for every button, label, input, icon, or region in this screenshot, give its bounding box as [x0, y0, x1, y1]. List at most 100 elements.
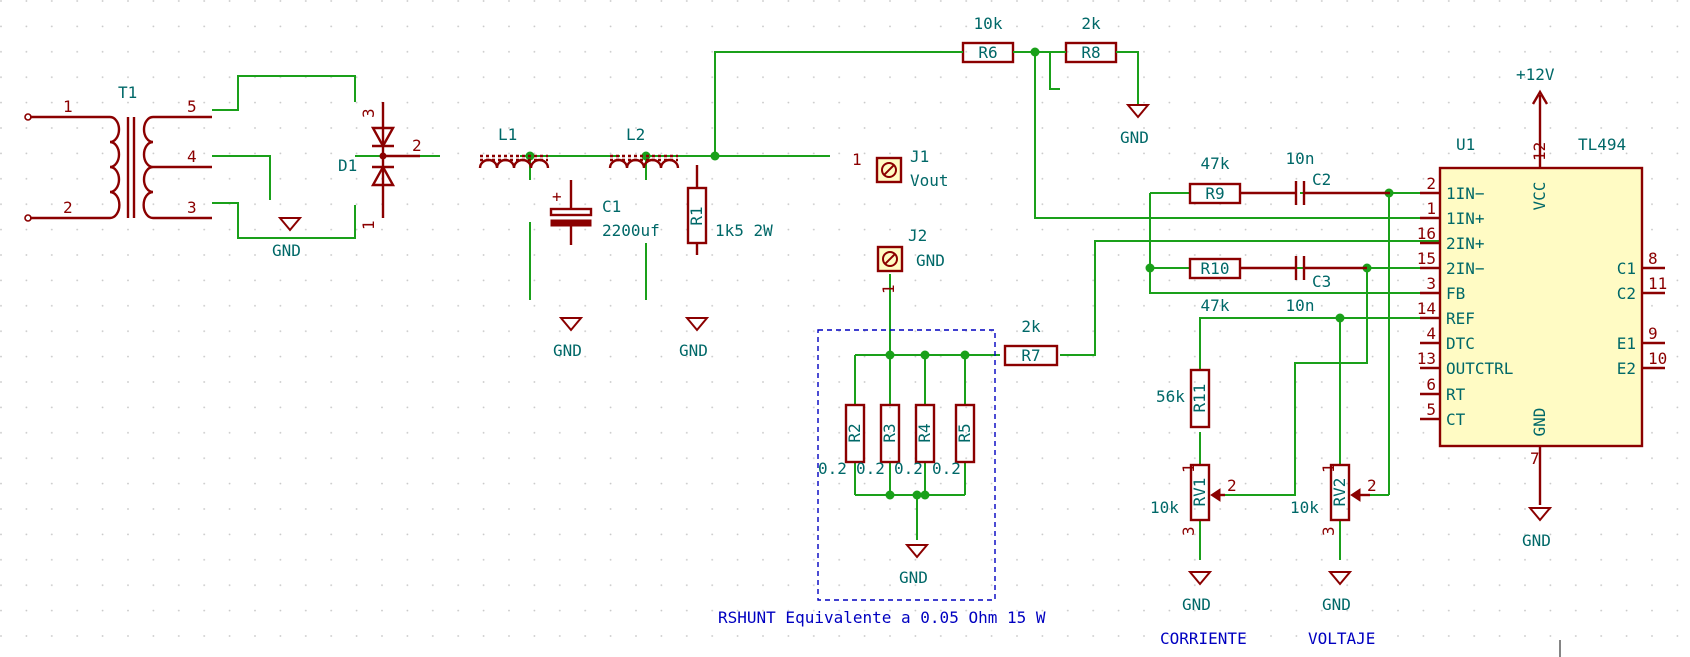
- t1-ref: T1: [118, 83, 137, 102]
- u1-pin-name: 1IN+: [1446, 209, 1485, 228]
- rv1-ref: RV1: [1190, 478, 1209, 507]
- gnd-symbol-rv2: GND: [1322, 571, 1353, 614]
- transformer-t1[interactable]: T1 1 2 5 4 3: [24, 83, 212, 222]
- t1-pin-3: 3: [187, 198, 197, 217]
- gnd-label: GND: [1522, 531, 1551, 550]
- rv1-pin-2: 2: [1227, 476, 1237, 495]
- j2-pin: 1: [879, 284, 898, 294]
- r6-ref: R6: [978, 43, 997, 62]
- u1-pin-name: E2: [1617, 359, 1636, 378]
- gnd-label: GND: [899, 568, 928, 587]
- t1-pin-1: 1: [63, 97, 73, 116]
- capacitor-c2[interactable]: C2 10n: [1240, 149, 1390, 205]
- r1-value: 1k5 2W: [715, 221, 773, 240]
- u1-pin-num: 9: [1648, 324, 1658, 343]
- d1-pin-2: 2: [412, 136, 422, 155]
- rv1-pin-1: 1: [1179, 463, 1198, 473]
- shunt-resistor-r4[interactable]: R4 0.2: [894, 403, 936, 478]
- r4-value: 0.2: [894, 459, 923, 478]
- u1-pin-num: 15: [1417, 249, 1436, 268]
- r4-ref: R4: [915, 423, 934, 442]
- u1-pin-name: RT: [1446, 385, 1466, 404]
- r1-ref: R1: [687, 206, 706, 225]
- u1-pin-vcc-name: VCC: [1530, 182, 1549, 211]
- u1-pin-name: 2IN−: [1446, 259, 1485, 278]
- u1-pin-vcc-num: 12: [1530, 142, 1549, 161]
- r10-ref: R10: [1201, 259, 1230, 278]
- label-corriente: CORRIENTE: [1160, 629, 1247, 648]
- gnd-symbol-c1: GND: [553, 317, 584, 360]
- rshunt-note: RSHUNT Equivalente a 0.05 Ohm 15 W: [718, 608, 1046, 627]
- r8-value: 2k: [1081, 14, 1101, 33]
- u1-pin-name: 1IN−: [1446, 184, 1485, 203]
- u1-pin-name: CT: [1446, 410, 1466, 429]
- u1-pin-name: 2IN+: [1446, 234, 1485, 253]
- c1-value: 2200uf: [602, 221, 660, 240]
- potentiometer-rv1[interactable]: RV1 10k 1 2 3: [1150, 463, 1237, 536]
- r9-value: 47k: [1201, 154, 1230, 173]
- u1-ref: U1: [1456, 135, 1475, 154]
- c3-value: 10n: [1286, 296, 1315, 315]
- connector-j1[interactable]: 1 J1 Vout: [852, 147, 949, 190]
- d1-ref: D1: [338, 156, 357, 175]
- l2-ref: L2: [626, 125, 645, 144]
- rv2-ref: RV2: [1330, 478, 1349, 507]
- connector-j2[interactable]: J2 GND 1: [876, 226, 945, 294]
- u1-pin-num: 4: [1426, 324, 1436, 343]
- capacitor-c1[interactable]: + C1 2200uf: [549, 180, 660, 245]
- rv1-pin-3: 3: [1179, 526, 1198, 536]
- resistor-r8[interactable]: R8 2k: [1064, 14, 1118, 64]
- gnd-label: GND: [1182, 595, 1211, 614]
- j2-ref: J2: [908, 226, 927, 245]
- j2-value: GND: [916, 251, 945, 270]
- gnd-label: GND: [1322, 595, 1351, 614]
- gnd-label: GND: [679, 341, 708, 360]
- resistor-r9[interactable]: R9 47k: [1188, 154, 1242, 205]
- d1-pin-3: 3: [359, 108, 378, 118]
- u1-pin-gnd-num: 7: [1530, 449, 1540, 468]
- ic-u1[interactable]: U1 TL494 21IN−11IN+162IN+152IN−3FB14REF4…: [1417, 135, 1668, 470]
- u1-pin-num: 5: [1426, 400, 1436, 419]
- gnd-label: GND: [272, 241, 301, 260]
- d1-pin-1: 1: [359, 220, 378, 230]
- capacitor-c3[interactable]: C3 10n: [1240, 256, 1367, 315]
- inductor-l2[interactable]: L2: [608, 125, 680, 169]
- gnd-label: GND: [1120, 128, 1149, 147]
- resistor-r11[interactable]: R11 56k: [1156, 368, 1211, 429]
- shunt-resistor-r3[interactable]: R3 0.2: [856, 403, 901, 478]
- j1-ref: J1: [910, 147, 929, 166]
- l1-ref: L1: [498, 125, 517, 144]
- u1-pin-name: OUTCTRL: [1446, 359, 1513, 378]
- potentiometer-rv2[interactable]: RV2 10k 1 2 3: [1290, 463, 1377, 536]
- r10-value: 47k: [1201, 296, 1230, 315]
- r7-ref: R7: [1021, 346, 1040, 365]
- u1-pin-name: FB: [1446, 284, 1465, 303]
- shunt-group-box: [817, 329, 996, 601]
- r5-ref: R5: [955, 423, 974, 442]
- t1-pin-5: 5: [187, 97, 197, 116]
- u1-pin-num: 1: [1426, 199, 1436, 218]
- vcc-symbol: +12V: [1516, 65, 1555, 145]
- resistor-r7[interactable]: R7 2k: [1003, 317, 1059, 367]
- u1-pin-name: DTC: [1446, 334, 1475, 353]
- gnd-symbol-rv1: GND: [1182, 571, 1213, 614]
- shunt-resistor-r2[interactable]: R2 0.2: [818, 403, 866, 478]
- gnd-symbol-r1: GND: [679, 317, 710, 360]
- resistor-r1[interactable]: R1 1k5 2W: [686, 165, 773, 255]
- rv2-value: 10k: [1290, 498, 1319, 517]
- c2-value: 10n: [1286, 149, 1315, 168]
- gnd-symbol-u1: GND: [1522, 470, 1553, 550]
- r9-ref: R9: [1205, 184, 1224, 203]
- c3-ref: C3: [1312, 272, 1331, 291]
- u1-pin-name: C1: [1617, 259, 1636, 278]
- r2-ref: R2: [845, 423, 864, 442]
- j1-pin: 1: [852, 150, 862, 169]
- r6-value: 10k: [974, 14, 1003, 33]
- shunt-resistor-r5[interactable]: R5 0.2: [932, 403, 976, 478]
- u1-pin-num: 14: [1417, 299, 1436, 318]
- u1-pin-name: REF: [1446, 309, 1475, 328]
- u1-left-pins: 21IN−11IN+162IN+152IN−3FB14REF4DTC13OUTC…: [1417, 174, 1514, 429]
- c1-polarity: +: [552, 187, 562, 206]
- inductor-l1[interactable]: L1: [478, 125, 550, 169]
- diode-bridge-d1[interactable]: D1 3 2 1: [338, 102, 422, 230]
